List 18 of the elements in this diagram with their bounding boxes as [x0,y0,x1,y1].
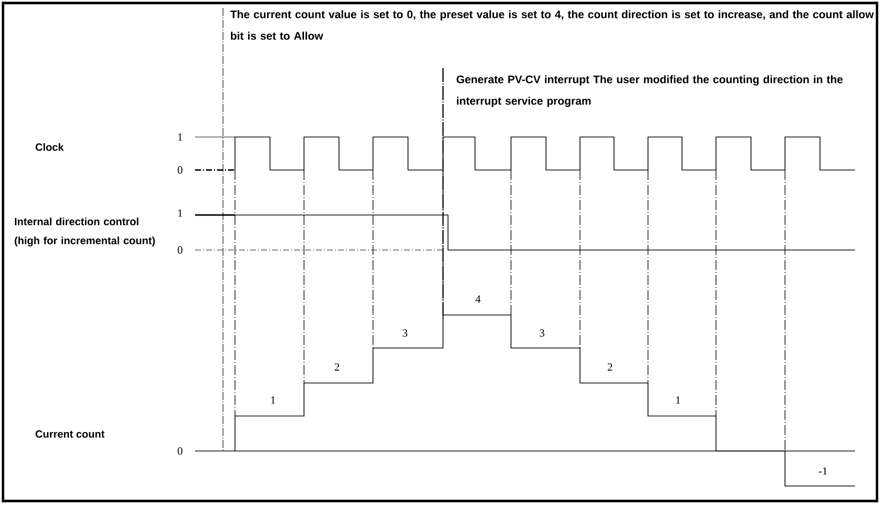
count-value: 1 [676,396,680,404]
count-value: 3 [540,329,544,337]
level-label: 0 [178,246,182,254]
count-value: -1 [818,467,827,475]
annotation-text: The current count value is set to 0, the preset value is set to 4, the count direction is set to increase, and the count allow bit is set to Allow [230,10,874,40]
count-value: 1 [271,396,276,404]
level-label: 1 [178,209,182,217]
count-value: 2 [608,363,612,371]
count-value: 3 [402,329,408,337]
level-label: 0 [178,166,182,174]
annotation-text: Generate PV-CV interrupt The user modified the counting direction in the interrupt service program [456,75,843,107]
signal-name: Current count [36,430,104,438]
signal-name: Clock [36,143,64,151]
level-label: 0 [178,447,182,455]
signal-name: Internal direction control (high for incremental count) [14,218,155,246]
count-value: 4 [475,295,481,303]
level-label: 1 [178,133,182,141]
count-value: 2 [334,363,340,371]
